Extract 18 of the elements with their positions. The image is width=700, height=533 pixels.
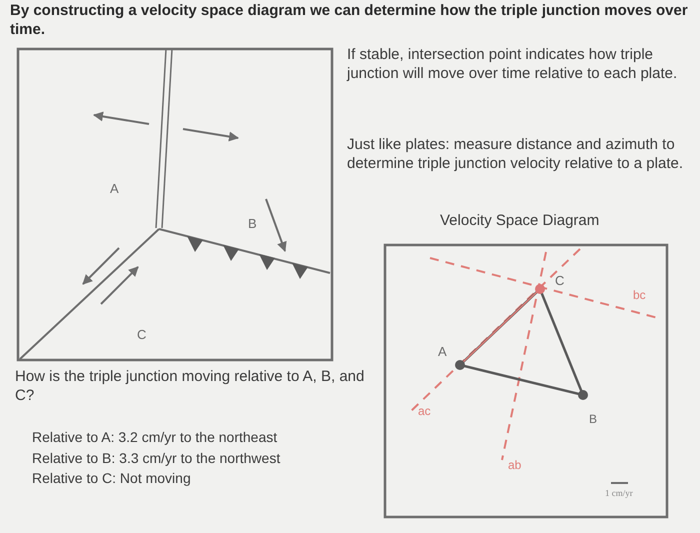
note-text: Just like plates: measure distance and azimuth to determine triple junction velocity relative to a plate. (347, 136, 684, 174)
boundary-label: bc (633, 288, 646, 303)
plate-label: C (555, 273, 564, 290)
note-text: If stable, intersection point indicates how triple junction will move over time relative to each plate. (347, 46, 678, 84)
boundary-label: ac (418, 404, 431, 419)
note-text: Relative to B: 3.3 cm/yr to the northwest (32, 450, 280, 468)
note-text: How is the triple junction moving relative to A, B, and C? (15, 368, 365, 406)
note-text: Relative to A: 3.2 cm/yr to the northeast (32, 429, 278, 446)
note-text: Velocity Space Diagram (440, 212, 600, 231)
plate-label: C (137, 327, 146, 344)
scale-bar-label: 1 cm/yr (605, 488, 633, 500)
plate-label: A (110, 181, 119, 198)
plate-label: B (248, 216, 257, 232)
heading: By constructing a velocity space diagram we can determine how the triple junction moves over time. (10, 2, 689, 40)
plate-label: B (589, 412, 598, 427)
boundary-label: ab (508, 458, 522, 473)
note-text: Relative to C: Not moving (32, 470, 191, 488)
plate-label: A (438, 344, 447, 360)
